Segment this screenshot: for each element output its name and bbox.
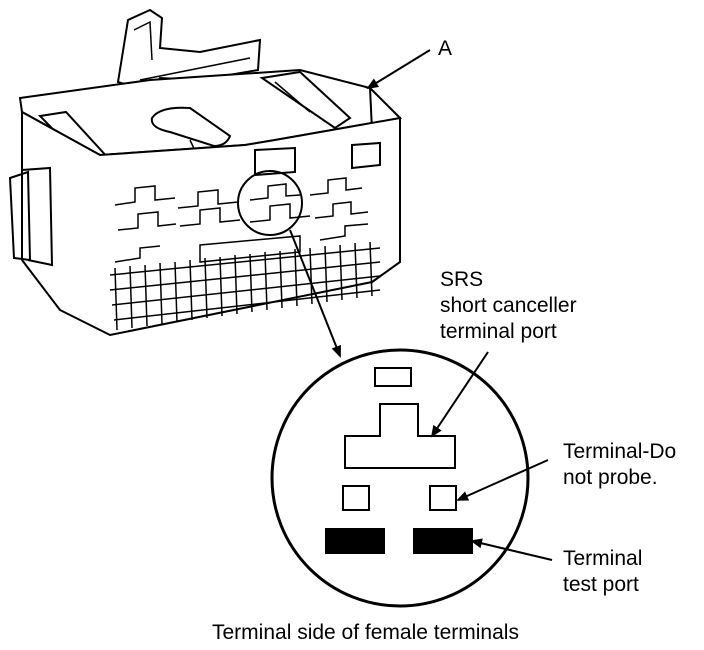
do-not-probe-label-line2: not probe.: [563, 466, 658, 489]
label-a-leader: [366, 49, 431, 90]
test-port-label-line1: Terminal: [563, 547, 642, 570]
zoom-arrow: [289, 229, 341, 358]
test-port-leader: [470, 538, 553, 561]
srs-short-canceller-port: [344, 403, 456, 469]
test-port-label-line2: test port: [563, 573, 639, 596]
do-not-probe-terminal-right: [429, 485, 457, 511]
do-not-probe-label-line1: Terminal-Do: [563, 440, 676, 463]
do-not-probe-leader: [456, 459, 549, 501]
detail-circle: [270, 348, 530, 608]
upper-slot: [374, 367, 412, 387]
test-port-left: [325, 528, 385, 554]
detail-view: [270, 348, 530, 608]
srs-label-line3: terminal port: [440, 320, 557, 343]
label-a: A: [438, 37, 452, 60]
magnify-source-circle: [237, 170, 303, 236]
srs-label-line1: SRS: [440, 268, 483, 291]
srs-leader: [430, 351, 489, 438]
caption: Terminal side of female terminals: [212, 621, 519, 644]
srs-label-line2: short canceller: [440, 294, 577, 317]
connector-body: [8, 8, 403, 337]
do-not-probe-terminal-left: [342, 485, 370, 511]
test-port-right: [413, 528, 473, 554]
connector-front-face: [21, 110, 401, 337]
terminal-cavity-grid: [109, 177, 381, 331]
